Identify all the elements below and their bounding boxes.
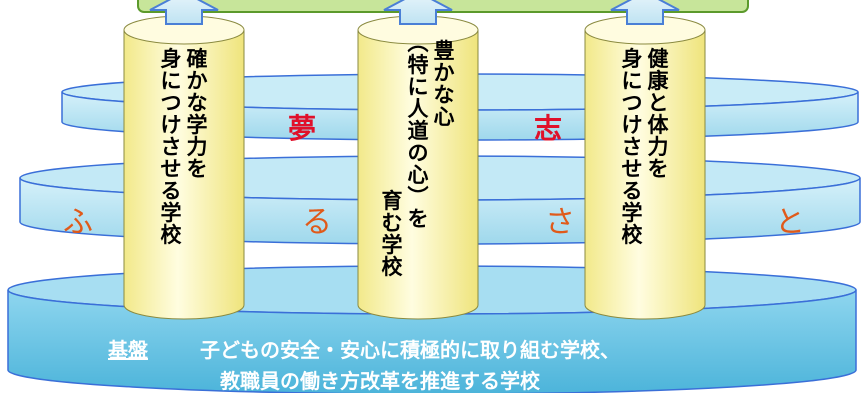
pillar-body <box>123 29 245 320</box>
pillar-char: け <box>622 113 643 137</box>
middle-ring-word: と <box>775 205 805 240</box>
pillar-char: 特 <box>408 53 429 77</box>
pillar-char: に <box>622 69 643 93</box>
pillar-char: せ <box>622 157 643 181</box>
pillar-char: さ <box>161 135 182 159</box>
pillar-char: せ <box>161 157 182 181</box>
pillar-char: ︵ <box>408 31 429 55</box>
pillar-char: 校 <box>382 255 404 279</box>
pillar-char: 学 <box>187 113 208 137</box>
pillar-char: む <box>382 211 403 235</box>
base-line-1: 子どもの安全・安心に積極的に取り組む学校、 <box>200 338 620 362</box>
pillar-body <box>357 29 479 320</box>
pillar-char: 身 <box>161 47 182 71</box>
base-line-2: 教職員の働き方改革を推進する学校 <box>220 369 541 393</box>
pillar-char: 校 <box>161 223 183 247</box>
middle-ring-word: ふ <box>63 205 93 240</box>
pillar-char: 豊 <box>434 39 455 63</box>
pillar-char: 学 <box>382 233 403 257</box>
pillar-char: 康 <box>648 69 670 93</box>
pillar-char: な <box>434 83 455 107</box>
pillar-char: を <box>408 207 429 231</box>
pillar-char: 確 <box>187 47 208 71</box>
pillar-char: ︶ <box>408 185 429 209</box>
base-heading: 基盤 <box>108 338 149 362</box>
pillar-char: 力 <box>187 135 208 159</box>
pillar-char: か <box>434 61 455 85</box>
pillar-char: 校 <box>622 223 644 247</box>
pillar-char: 人 <box>408 97 429 121</box>
pillar-char: 学 <box>622 201 643 225</box>
pillar-char: 力 <box>648 135 669 159</box>
pillar-char: 体 <box>648 113 670 137</box>
pillar-char: 健 <box>648 47 669 71</box>
up-arrow-icon <box>149 0 219 25</box>
pillar-char: け <box>161 113 182 137</box>
up-arrow-icon <box>610 0 680 25</box>
pillar-char: る <box>161 179 182 203</box>
pillar-char: 心 <box>408 163 429 187</box>
middle-ring-word: さ <box>545 205 575 240</box>
pillar-char: る <box>622 179 643 203</box>
pillar-char: さ <box>622 135 643 159</box>
upper-ring-word: 夢 <box>288 112 316 145</box>
pillar-char: 道 <box>408 119 429 143</box>
upper-ring-word: 志 <box>534 112 562 145</box>
pillar-char: か <box>187 69 208 93</box>
pillar-char: を <box>187 157 208 181</box>
pillar-char: な <box>187 91 208 115</box>
pillar-char: つ <box>161 91 182 115</box>
pillar-char: つ <box>622 91 643 115</box>
pillar-char: を <box>648 157 669 181</box>
pillar-char: と <box>648 91 669 115</box>
middle-ring-word: る <box>302 205 332 240</box>
pillar-body <box>584 29 706 320</box>
pillar-char: 育 <box>382 189 403 213</box>
pillar-char: に <box>161 69 182 93</box>
pillar-char: の <box>408 141 429 165</box>
pillar-char: 学 <box>161 201 182 225</box>
pillar-char: 身 <box>622 47 643 71</box>
pillar-char: 心 <box>434 105 455 129</box>
up-arrow-icon <box>383 0 453 25</box>
pillar-char: に <box>408 75 429 99</box>
